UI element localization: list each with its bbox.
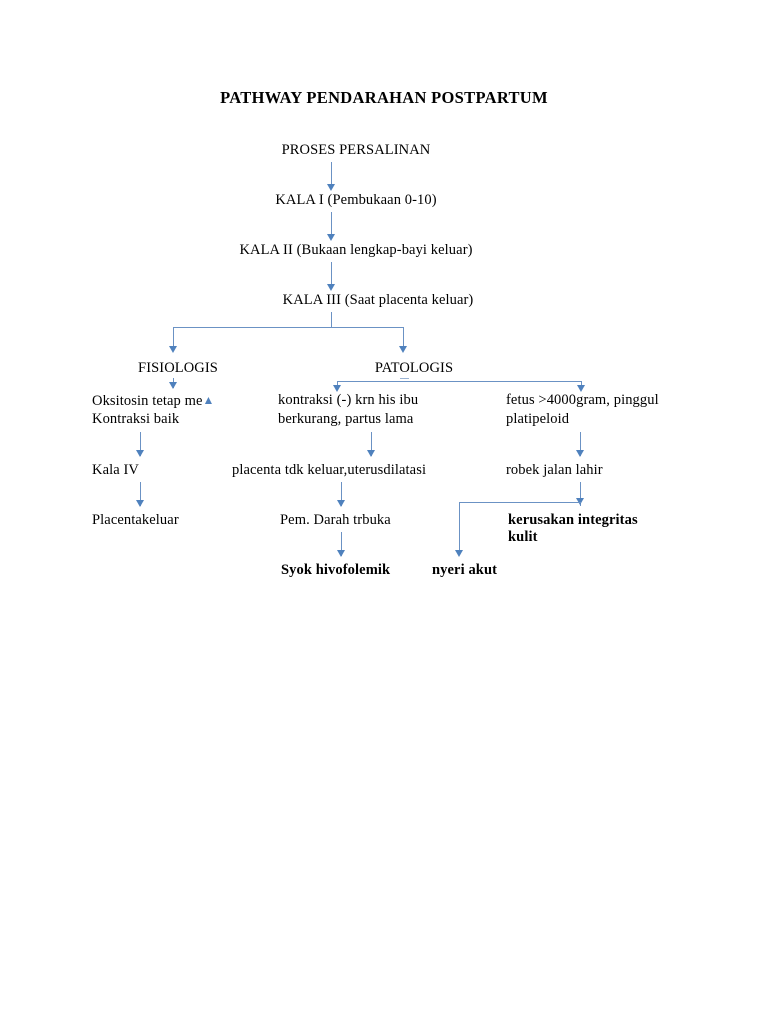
node-pem-darah-trbuka: Pem. Darah trbuka [280,512,391,528]
node-kala-3: KALA III (Saat placenta keluar) [282,292,474,308]
connector-placenta-tdk-to-pem-darah [341,482,342,506]
connector-patologis-stem-tick [400,378,409,379]
connector-kala1-to-kala2 [331,212,332,236]
connector-robek-to-nyeri-horizontal [459,502,581,503]
arrowhead-placenta-tdk-to-pem-darah [337,500,345,507]
connector-robek-to-nyeri-vertical [459,502,460,552]
node-proses-persalinan: PROSES PERSALINAN [281,142,431,158]
connector-kala2-to-kala3 [331,262,332,286]
arrowhead-partus-to-placenta-tdk [367,450,375,457]
page-title: PATHWAY PENDARAHAN POSTPARTUM [220,88,548,107]
arrowhead-robek-to-kerusakan [576,498,584,505]
arrowhead-fisiologis-to-oksitosin [169,382,177,389]
node-oksitosin-tetap: Oksitosin tetap me▲ [92,390,215,411]
node-kontraksi-negatif-line2: berkurang, partus lama [278,411,414,427]
arrowhead-to-kontraksi-negatif [333,385,341,392]
arrowhead-kontraksi-to-kala4 [136,450,144,457]
node-kerusakan-integritas-line2: kulit [508,529,538,545]
connector-proses-to-kala1 [331,162,332,186]
arrowhead-pem-darah-to-syok [337,550,345,557]
connector-patologis-split-bar [337,381,581,382]
connector-kala3-stem [331,312,332,328]
connector-partus-to-placenta-tdk [371,432,372,456]
node-fetus-besar-line1: fetus >4000gram, pinggul [506,392,659,408]
node-placenta-keluar: Placentakeluar [92,512,179,528]
arrowhead-platipeloid-to-robek [576,450,584,457]
connector-pem-darah-to-syok [341,532,342,556]
arrowhead-kala2-to-kala3 [327,284,335,291]
arrowhead-to-fetus-besar [577,385,585,392]
connector-robek-to-kerusakan [580,482,581,506]
connector-split-left [173,327,174,348]
node-oksitosin-label: Oksitosin tetap me [92,393,203,409]
arrowhead-to-patologis [399,346,407,353]
node-fetus-besar-line2: platipeloid [506,411,570,427]
node-kala-4: Kala IV [92,462,139,478]
connector-split-right [403,327,404,348]
node-patologis: PATOLOGIS [374,360,454,376]
node-kala-2: KALA II (Bukaan lengkap-bayi keluar) [239,242,473,258]
arrowhead-kala1-to-kala2 [327,234,335,241]
connector-kala4-to-placenta [140,482,141,506]
node-fisiologis: FISIOLOGIS [138,360,218,376]
node-robek-jalan-lahir: robek jalan lahir [506,462,603,478]
node-kontraksi-negatif-line1: kontraksi (-) krn his ibu [278,392,419,408]
node-kerusakan-integritas-line1: kerusakan integritas [508,512,638,528]
up-arrow-icon: ▲ [202,393,215,407]
arrowhead-to-fisiologis [169,346,177,353]
connector-split-main [173,327,404,328]
node-placenta-tdk-keluar: placenta tdk keluar,uterusdilatasi [232,462,427,478]
arrowhead-to-nyeri-akut [455,550,463,557]
connector-platipeloid-to-robek [580,432,581,456]
node-kontraksi-baik: Kontraksi baik [92,411,180,427]
node-kala-1: KALA I (Pembukaan 0-10) [275,192,437,208]
connector-kontraksi-to-kala4 [140,432,141,456]
node-syok-hivofolemik: Syok hivofolemik [281,562,391,578]
arrowhead-proses-to-kala1 [327,184,335,191]
node-nyeri-akut: nyeri akut [432,562,498,578]
arrowhead-kala4-to-placenta [136,500,144,507]
